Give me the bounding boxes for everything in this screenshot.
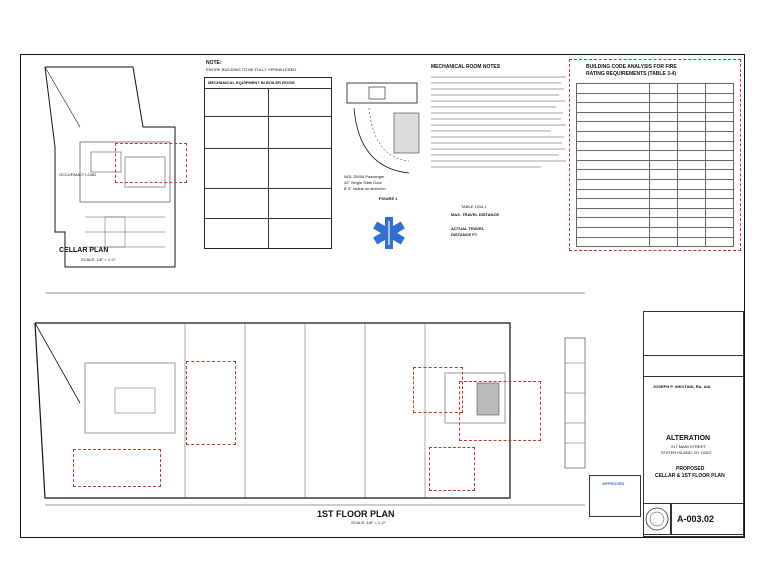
project-name: ALTERATION	[666, 435, 711, 442]
redline-cloud	[459, 381, 541, 441]
door-detail-line3: 8' 5" radius on stretcher	[344, 186, 386, 191]
redline-cloud	[186, 361, 236, 445]
cellar-plan-drawing	[44, 66, 176, 268]
project-address-2: STATEN ISLAND, NY 10307	[661, 450, 712, 455]
cellar-occupancy-note: OCCUPANCY LOAD	[59, 172, 97, 177]
seal-cell	[643, 503, 671, 535]
code-analysis-table	[576, 83, 734, 248]
drawing-title-2: CELLAR & 1ST FLOOR PLAN	[655, 473, 725, 479]
sheet-number-cell: A-003.02	[671, 503, 744, 535]
mechanical-equipment-table: MECHANICAL EQUIPMENT IN BOILER ROOM	[204, 77, 332, 249]
door-detail-line1: NOL 25008 Passenger	[344, 174, 385, 179]
redline-cloud	[429, 447, 475, 491]
first-floor-plan-scale: SCALE: 1/8" = 1'-0"	[351, 520, 386, 525]
drawing-title-1: PROPOSED	[676, 466, 705, 472]
code-analysis-title-2: RATING REQUIREMENTS (TABLE 3-4)	[586, 71, 677, 77]
cellar-plan-title: CELLAR PLAN	[59, 247, 109, 254]
figure-label: FIGURE 1	[379, 196, 398, 201]
firm-logo-cell	[643, 355, 744, 377]
redline-cloud	[115, 143, 187, 183]
project-address-1: 217 MAIN STREET	[671, 444, 706, 449]
professional-seal-icon	[645, 507, 669, 531]
redline-cloud	[413, 367, 463, 413]
note-sprinkler: ENTIRE BUILDING TO BE FULLY SPRINKLERED.	[206, 67, 298, 72]
sheet-number: A-003.02	[677, 514, 715, 524]
mechanical-equipment-title: MECHANICAL EQUIPMENT IN BOILER ROOM	[208, 80, 295, 85]
note-header: NOTE:	[206, 60, 222, 66]
firm-name: JOSEPH P. SHIOTANI, RA, AIA	[653, 384, 711, 389]
code-analysis-redline	[569, 59, 741, 251]
first-floor-plan-drawing	[34, 292, 586, 506]
travel-actual: ACTUAL TRAVEL	[451, 226, 485, 231]
travel-distance-ft: DISTANCE FT.	[451, 232, 478, 237]
mechanical-room-notes-text	[431, 76, 566, 168]
travel-table-label: TABLE 1016.1	[461, 204, 487, 209]
door-detail-line2: 42" Single Slide Door	[344, 180, 382, 185]
cellar-plan-scale: SCALE: 1/8" = 1'-0"	[81, 257, 116, 262]
approval-stamp: APPROVED	[589, 475, 641, 517]
travel-max: MAX. TRAVEL DISTANCE	[451, 212, 500, 217]
mechanical-room-notes-title: MECHANICAL ROOM NOTES	[431, 64, 501, 70]
redline-cloud	[73, 449, 161, 487]
first-floor-plan-title: 1ST FLOOR PLAN	[317, 509, 395, 519]
title-block	[643, 311, 744, 537]
code-analysis-title-1: BUILDING CODE ANALYSIS FOR FIRE	[586, 64, 677, 70]
mechanical-room-detail	[346, 82, 420, 174]
star-of-life-icon	[373, 217, 405, 249]
drawing-sheet: OCCUPANCY LOAD CELLAR PLAN SCALE: 1/8" =…	[20, 54, 745, 538]
approval-stamp-label: APPROVED	[602, 481, 625, 486]
